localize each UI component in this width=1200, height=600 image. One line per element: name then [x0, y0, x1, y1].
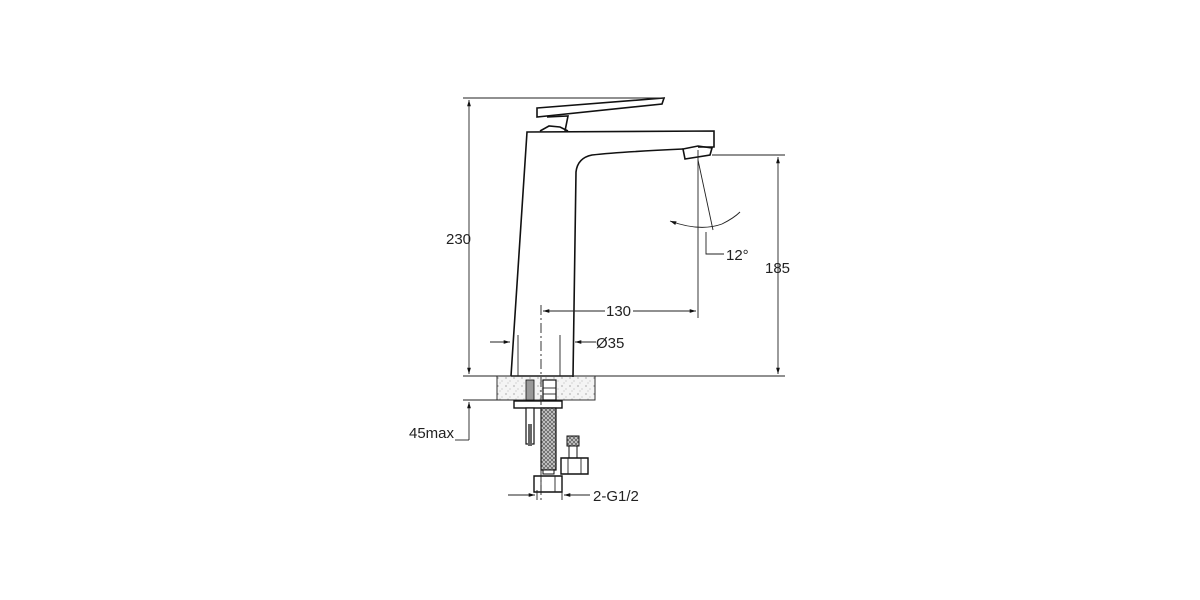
dim-spout-reach: 130 — [606, 303, 631, 320]
dim-max-countertop: 45max — [409, 425, 455, 442]
dim-spout-height: 185 — [765, 260, 790, 277]
flexible-hose — [533, 407, 563, 493]
inlet-fitting — [560, 435, 589, 475]
dim-inlet-connections: 2-G1/2 — [593, 488, 639, 505]
lever-handle — [536, 97, 666, 132]
mounting-hardware — [513, 379, 563, 446]
dim-total-height: 230 — [446, 231, 471, 248]
dim-spout-angle: 12° — [726, 247, 749, 264]
dim-base-diameter: Ø35 — [596, 335, 624, 352]
